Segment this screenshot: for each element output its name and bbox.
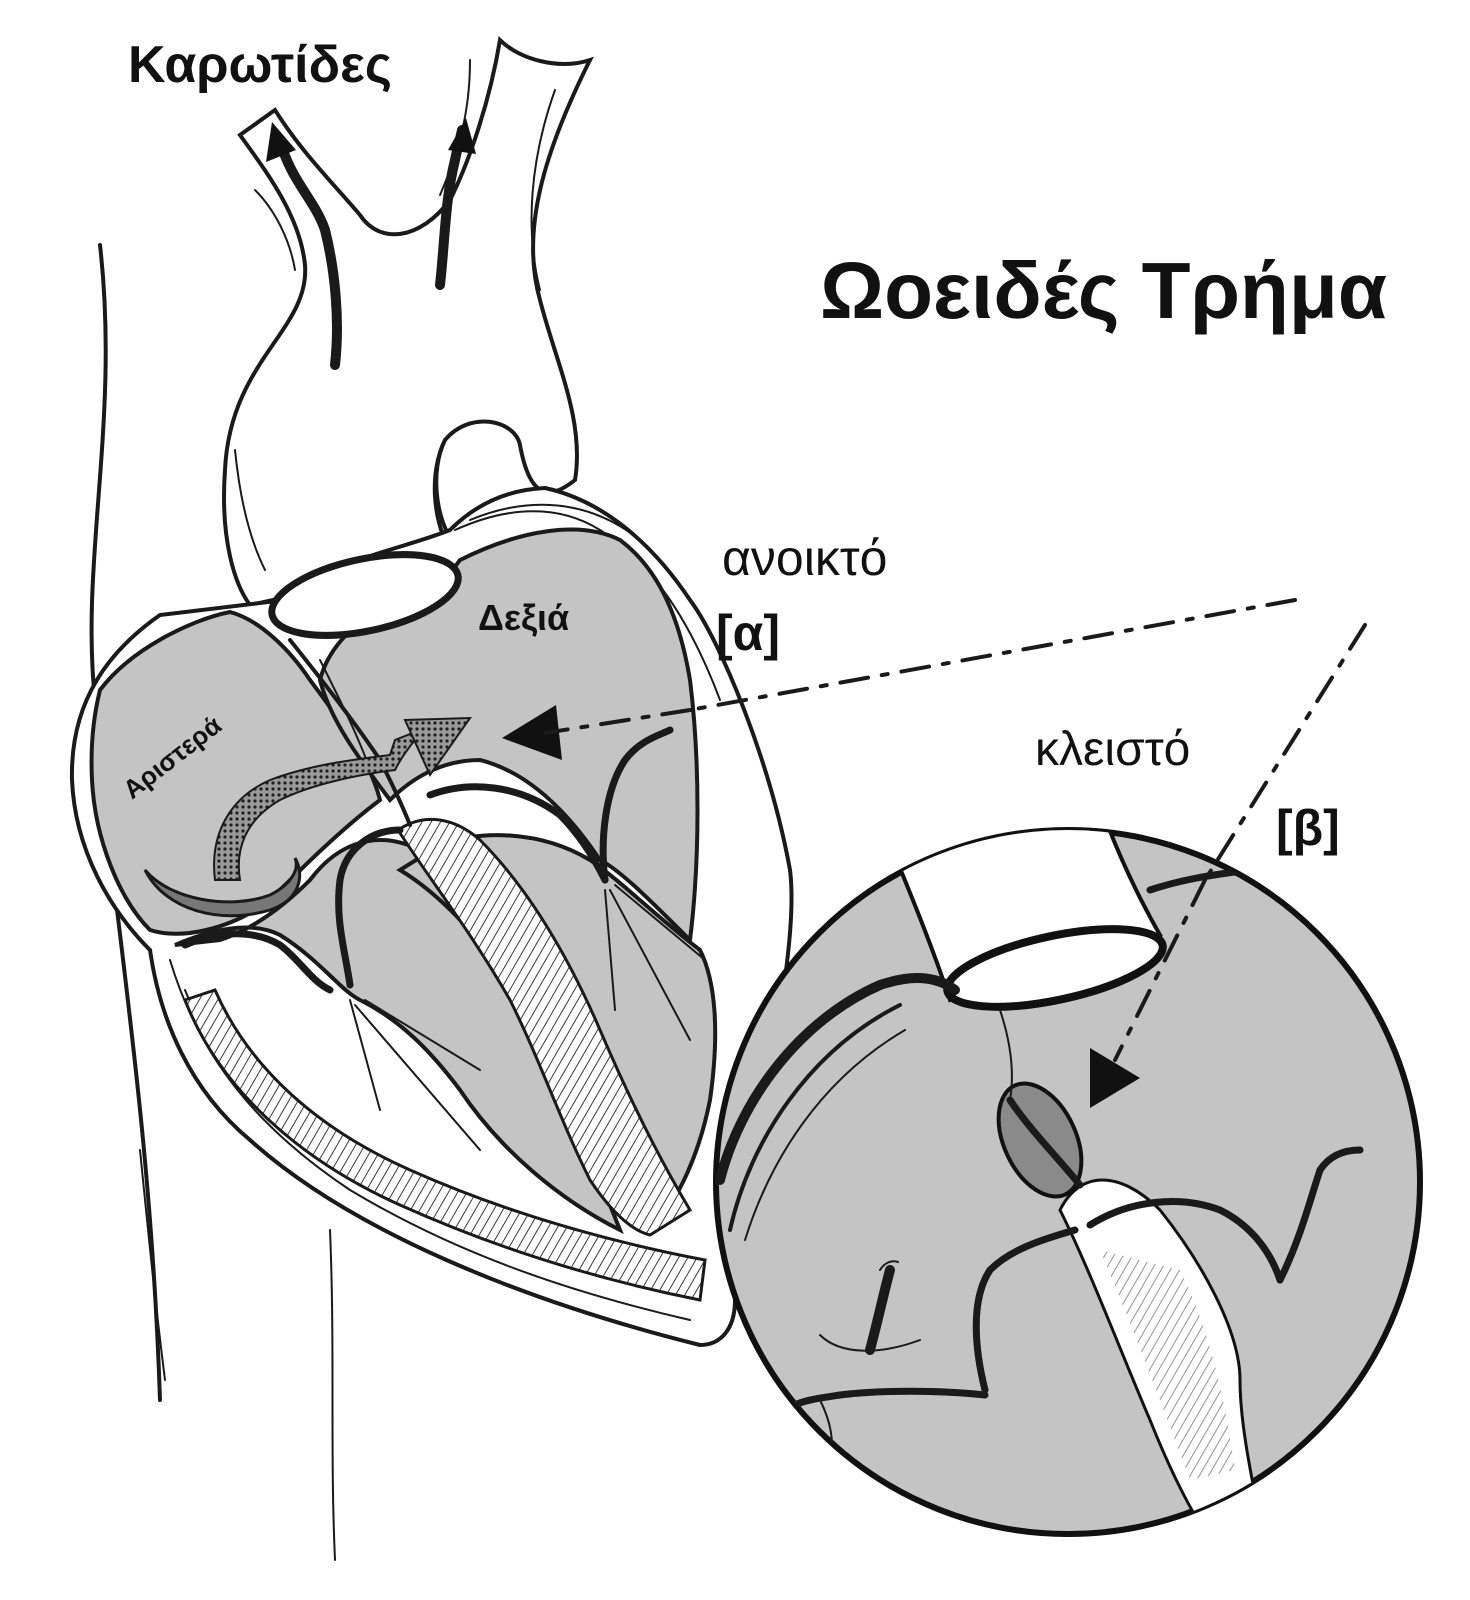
valve-ring [268,551,462,639]
label-carotids: Καρωτίδες [128,36,392,94]
label-right-chamber: Δεξιά [478,597,569,638]
pointer-lines [502,598,1367,1108]
heart [69,485,794,1348]
left-chamber [89,609,383,936]
closed-pointer-arrowhead [1090,1048,1140,1108]
open-pointer-arrowhead [502,705,562,760]
page-title: Ωοειδές Τρήμα [820,246,1387,335]
label-open-tag: [α] [716,605,780,661]
lower-ventricle [174,838,624,1235]
arrow-right-carotid-head [448,118,476,154]
carotid-flow-arrows [266,118,476,370]
label-closed: κλειστό [1035,723,1190,776]
foramen-flow-arrow [143,716,472,918]
label-open: ανοικτό [722,530,887,586]
septum [395,817,693,1237]
label-closed-tag: [β] [1276,800,1340,856]
arrow-left-carotid-head [266,122,296,162]
inset-closed-view [713,827,1423,1537]
